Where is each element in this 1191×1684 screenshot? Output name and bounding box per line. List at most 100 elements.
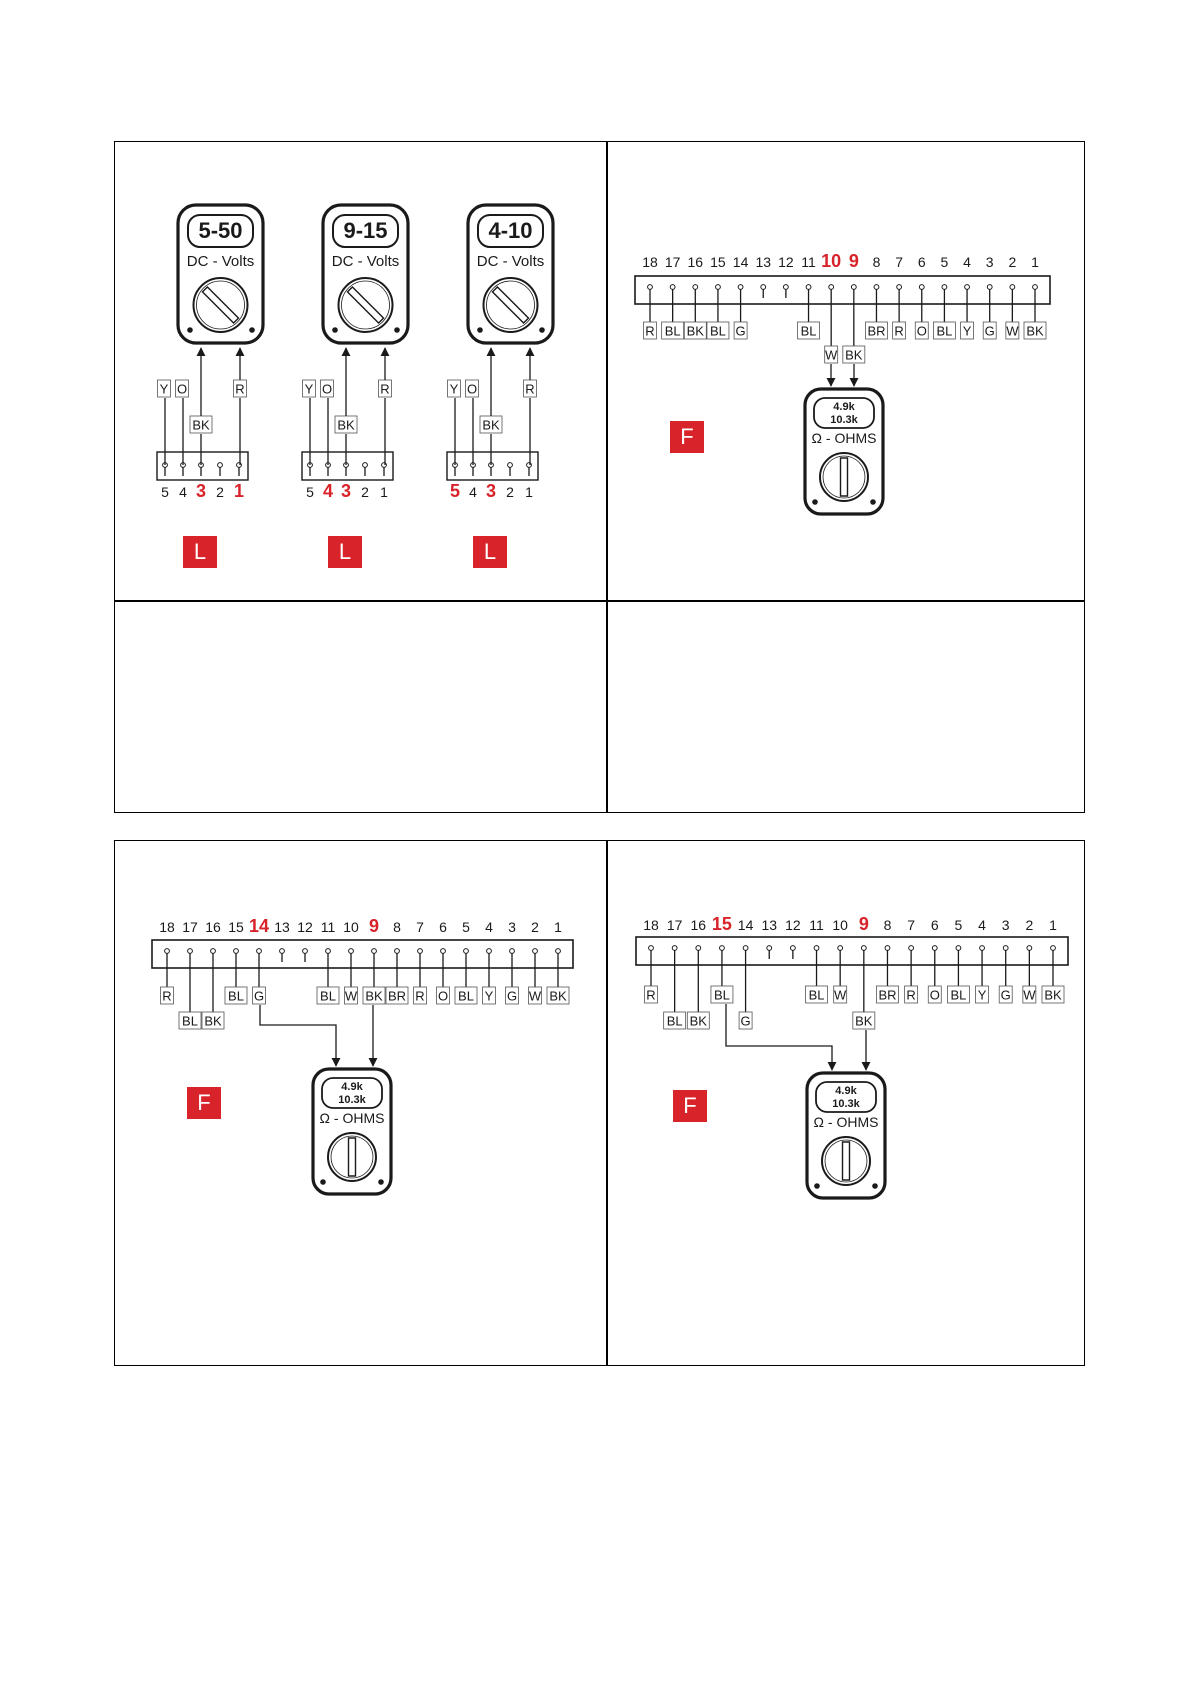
pin-terminal [647, 284, 653, 290]
wire-label: BK [687, 324, 705, 339]
pin-terminal [782, 284, 789, 290]
wire-label: BL [320, 989, 336, 1004]
meter-range: 5-50 [198, 218, 242, 243]
pin-number: 5 [306, 484, 314, 500]
pin-terminal [813, 945, 820, 951]
pin-terminal [896, 284, 903, 290]
wire-label: O [467, 382, 477, 397]
wire-label: R [646, 988, 655, 1003]
meter-range-high: 10.3k [832, 1098, 860, 1110]
selector-knob-ring [822, 455, 866, 499]
sheet-divider-horizontal [114, 600, 1084, 602]
pin-terminal [532, 948, 538, 954]
pin-terminal [509, 948, 515, 954]
wire-label: O [177, 382, 187, 397]
meter-mode: Ω - OHMS [812, 430, 877, 446]
pin-terminal [507, 462, 513, 468]
meter-mode: DC - Volts [187, 253, 255, 270]
pin-terminal [1050, 945, 1056, 951]
wire-label: O [917, 324, 927, 339]
wire-label: W [529, 989, 542, 1004]
wire-label: O [438, 989, 448, 1004]
wire-label-box [914, 321, 929, 340]
badge-letter: L [339, 539, 351, 564]
wire-label: BK [482, 418, 500, 433]
probe-jack [394, 327, 400, 333]
pin-number: 9 [849, 251, 859, 271]
badge-box [187, 1087, 221, 1119]
wire-label: Y [450, 382, 459, 397]
wire-label-box [344, 986, 358, 1005]
wire-label-box [833, 985, 848, 1004]
pin-terminal [256, 948, 262, 954]
pin-terminal [417, 948, 423, 954]
wire-label: G [507, 989, 517, 1004]
badge-letter: L [194, 539, 206, 564]
probe-jack [249, 327, 255, 333]
pin-number: 18 [643, 917, 659, 933]
pin-number: 4 [323, 481, 333, 501]
pin-number: 9 [369, 916, 379, 936]
pin-terminal [1002, 945, 1009, 951]
wire-label: BK [204, 1014, 222, 1029]
meter-range: 9-15 [343, 218, 387, 243]
selector-knob-ring [196, 280, 245, 330]
probe-jack [539, 327, 545, 333]
pin-terminal [671, 945, 678, 951]
badge-box [673, 1090, 707, 1122]
ohmmeter-display [815, 1081, 877, 1113]
meter-range-low: 4.9k [835, 1085, 857, 1097]
wire-label-box [224, 986, 248, 1005]
wire-label-box [178, 1011, 202, 1030]
pin-number: 11 [809, 917, 824, 933]
wire-label-box [302, 379, 316, 398]
wire-label-box [362, 986, 386, 1005]
pin-number: 17 [665, 254, 681, 270]
pin-terminal [362, 462, 368, 468]
wire-label-box [960, 321, 974, 340]
wire-label: R [235, 382, 244, 397]
wire-label: R [894, 324, 903, 339]
wire-label: G [741, 1014, 751, 1029]
pin-terminal [979, 945, 985, 951]
pin-terminal [964, 284, 970, 290]
badge-box [328, 536, 362, 568]
wire-label: BK [549, 989, 567, 1004]
wire-label-box [661, 321, 685, 340]
pin-number: 2 [361, 484, 369, 500]
pin-number: 3 [196, 481, 206, 501]
probe-jack [812, 499, 818, 505]
pin-terminal [828, 284, 835, 290]
pin-number: 14 [249, 916, 269, 936]
wire-label: BL [182, 1014, 198, 1029]
wire-label: Y [963, 324, 972, 339]
wire-label: R [906, 988, 915, 1003]
badge-box [473, 536, 507, 568]
pin-number: 6 [439, 919, 447, 935]
pin-number: 5 [462, 919, 470, 935]
pin-terminal [766, 945, 773, 951]
pin-number: 4 [978, 917, 986, 933]
wire-label: G [985, 324, 995, 339]
pin-terminal [348, 948, 354, 954]
pin-number: 10 [343, 919, 359, 935]
pin-terminal [325, 948, 331, 954]
wire-label-box [686, 1011, 710, 1030]
wire-label-box [852, 1011, 876, 1030]
wire-label-box [663, 1011, 687, 1030]
wire-label-box [1023, 321, 1047, 340]
pin-number: 2 [531, 919, 539, 935]
probe-jack [378, 1179, 384, 1185]
selector-knob-ring [341, 280, 390, 330]
wire-label-box [683, 321, 707, 340]
pin-number: 10 [821, 251, 841, 271]
pin-terminal [233, 948, 239, 954]
wire-label-box [252, 986, 266, 1005]
wire-label: Y [160, 382, 169, 397]
pin-terminal [715, 284, 721, 290]
wire-label: BL [665, 324, 681, 339]
wire-label-box [998, 985, 1013, 1004]
